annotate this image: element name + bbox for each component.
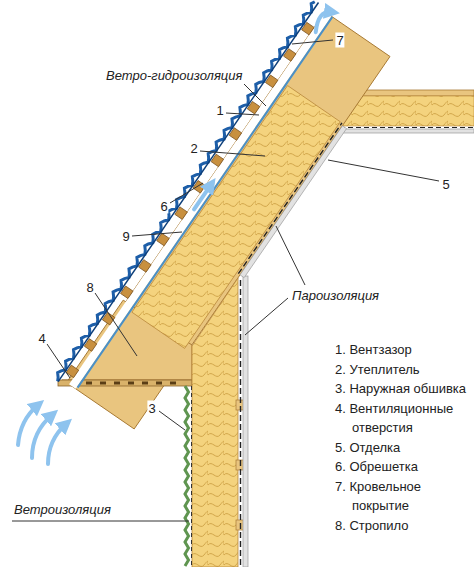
slope-vapour-barrier (238, 123, 342, 274)
legend-entry: 6. Обрешетка (335, 457, 467, 477)
part-label: Ветроизоляция (14, 502, 111, 517)
callout-number: 7 (335, 33, 344, 48)
part-label: Пароизоляция (292, 288, 379, 303)
leader-line (200, 151, 265, 156)
leader-line (292, 40, 333, 44)
slope-finish (240, 126, 347, 278)
leader-line (170, 183, 203, 203)
vent-hole (142, 382, 148, 385)
leader-line (226, 113, 259, 115)
callout-number: 4 (37, 331, 46, 346)
vent-hole (100, 382, 106, 385)
roofing-sheet (58, 3, 318, 382)
illustration-group (18, 2, 474, 567)
callout-number: 8 (85, 280, 94, 295)
legend-entry: 5. Отделка (335, 438, 467, 458)
vent-gap (69, 12, 331, 389)
wall-finish (243, 276, 248, 567)
leader-line (276, 226, 305, 285)
leader-line (245, 298, 288, 335)
wall-vapour-barrier (240, 280, 241, 567)
leader-line (244, 84, 266, 106)
part-label: Ветро-гидроизоляция (106, 68, 242, 83)
wind-barrier (191, 386, 192, 567)
legend-entry: 3. Наружная обшивка (335, 379, 467, 399)
legend-list: 1. Вентзазор2. Утеплитель3. Наружная обш… (335, 340, 467, 535)
membrane (78, 17, 333, 388)
leader-line (95, 293, 137, 356)
roofing-profile (58, 2, 315, 381)
air-arrow-ridge (316, 12, 332, 32)
legend-entry: 8. Стропило (335, 516, 467, 536)
callout-number: 5 (441, 177, 450, 192)
leader-line (132, 232, 182, 236)
air-arrow (194, 185, 211, 210)
callout-number: 9 (121, 229, 130, 244)
slope-insulation (132, 86, 340, 349)
legend-entry: 2. Утеплитель (335, 360, 467, 380)
leader-line (12, 521, 189, 522)
vent-hole (86, 382, 92, 385)
callout-number: 1 (215, 103, 224, 118)
vent-hole (170, 382, 176, 385)
legend-entry: 1. Вентзазор (335, 340, 467, 360)
leader-line (328, 160, 439, 181)
siding (185, 386, 189, 566)
vent-hole (128, 382, 134, 385)
vent-hole (114, 382, 120, 385)
callout-number: 6 (159, 199, 168, 214)
callout-number: 3 (147, 401, 156, 416)
vent-hole (156, 382, 162, 385)
leader-line (159, 411, 185, 430)
air-arrow-in (48, 424, 66, 464)
callout-number: 2 (189, 141, 198, 156)
legend-entry: 4. Вентиляционные отверстия (335, 399, 467, 438)
leader-line (47, 344, 70, 378)
legend-entry: 7. Кровельное покрытие (335, 477, 467, 516)
